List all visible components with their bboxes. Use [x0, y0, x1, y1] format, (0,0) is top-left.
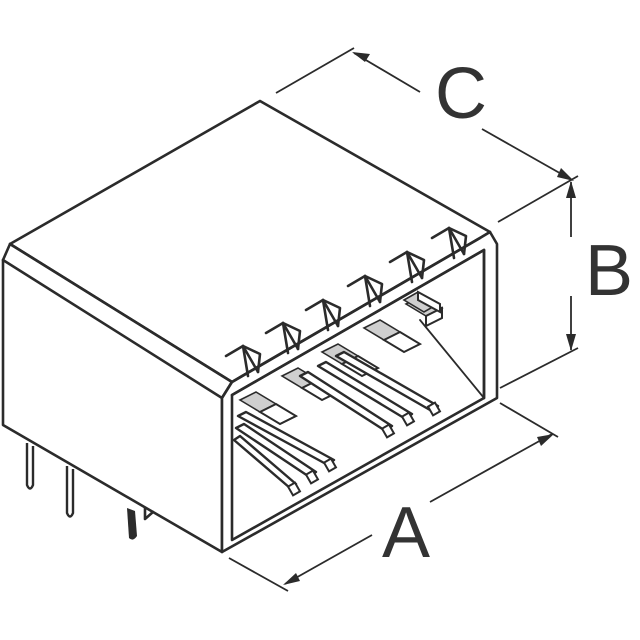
dim-b-arrow-top: [566, 181, 576, 198]
dim-c-extension-back: [275, 47, 355, 94]
dim-b-label: B: [585, 231, 633, 311]
dim-a-label: A: [382, 493, 430, 573]
contact-upper-4: [362, 319, 423, 354]
contact-upper-6: [402, 290, 441, 314]
cavity-floor-edge: [419, 319, 485, 399]
contact-lower-4: [298, 370, 396, 439]
dim-a-arrow-left: [283, 573, 300, 585]
latch-ridge: [230, 236, 482, 384]
latch-teeth: [224, 226, 482, 384]
contact-lower-2: [234, 422, 320, 485]
contact-lower-6: [334, 350, 442, 417]
dim-b-extension-bottom: [499, 347, 579, 389]
board-pins: [25, 443, 155, 540]
contact-lower-1: [232, 434, 302, 497]
contacts-lower-row: [232, 350, 442, 497]
board-pin-3: [127, 508, 137, 540]
cavity-top-edge: [230, 248, 486, 397]
dim-c-arrow-left: [352, 52, 370, 62]
board-pin-2: [65, 466, 75, 518]
dim-a-extension-right: [499, 402, 559, 438]
dim-c-arrow-right: [557, 168, 574, 181]
board-pin-1: [25, 443, 35, 490]
dim-a-line-right: [429, 433, 553, 503]
dim-b-arrow-bottom: [566, 334, 576, 351]
dim-a-arrow-right: [537, 434, 554, 446]
dimension-c: C: [275, 47, 579, 223]
dim-c-label: C: [435, 54, 487, 134]
dimension-a: A: [228, 402, 559, 592]
contact-lower-5: [316, 360, 416, 427]
dimension-b: B: [499, 181, 633, 389]
contact-lower-3: [236, 410, 338, 473]
dim-a-extension-left: [228, 557, 289, 592]
dim-c-extension-front: [497, 175, 579, 223]
board-standoff: [143, 506, 155, 521]
housing-chamfer-edge: [1, 258, 224, 400]
dim-a-line-left: [284, 534, 373, 585]
connector-housing: [1, 99, 499, 554]
dim-c-line-right: [481, 128, 573, 181]
housing-top-edge: [8, 242, 234, 384]
contact-upper-1: [238, 391, 299, 426]
